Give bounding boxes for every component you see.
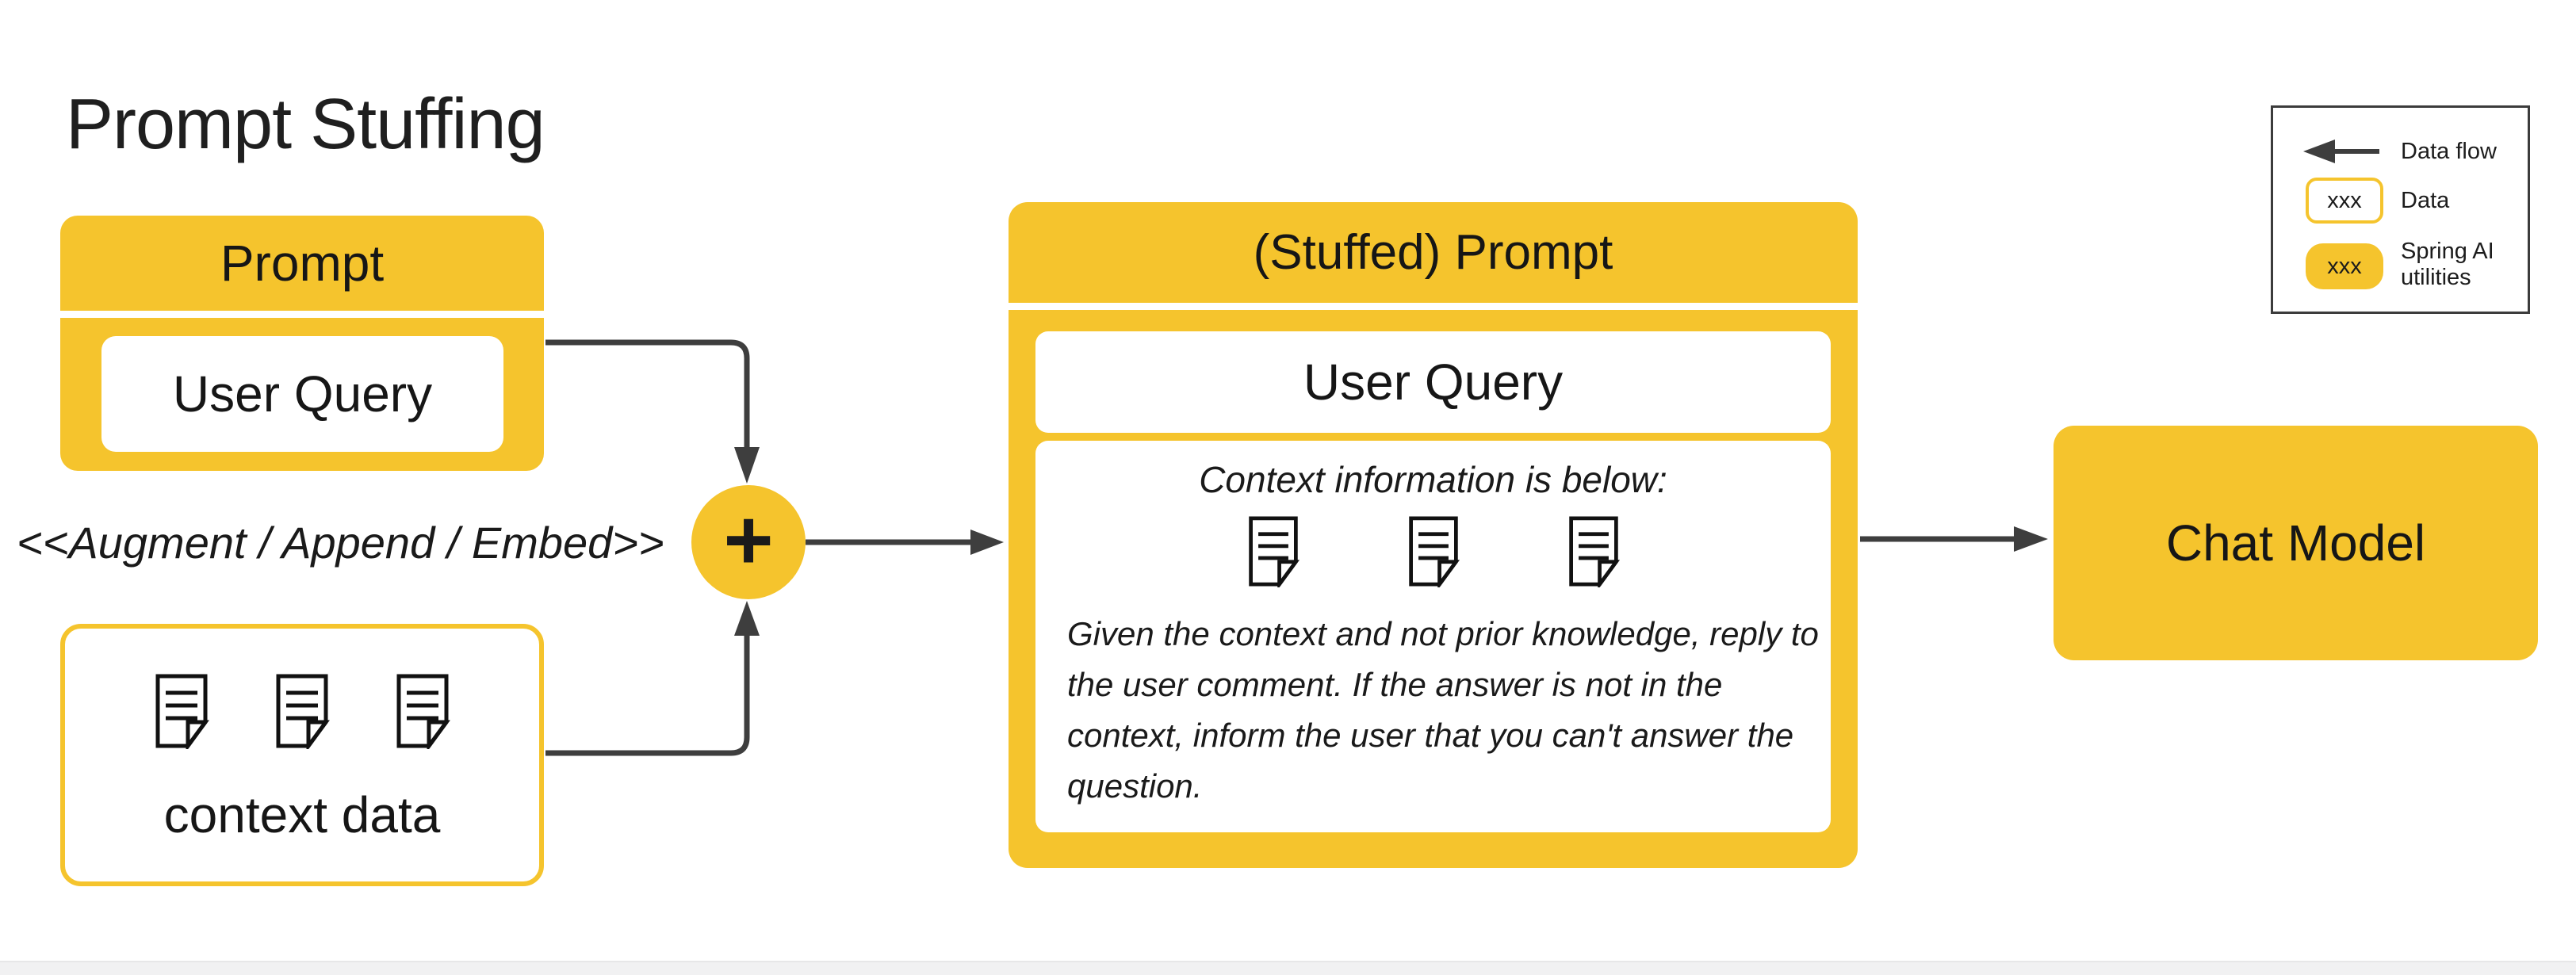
legend-spring-sample: xxx <box>2327 253 2362 279</box>
plus-symbol: + <box>723 491 774 587</box>
prompt-box: Prompt User Query <box>60 216 544 471</box>
document-icon <box>1248 516 1299 587</box>
prompt-user-query-box: User Query <box>101 336 503 452</box>
prompt-box-divider <box>60 311 544 318</box>
context-data-box: context data <box>60 624 544 886</box>
stuffed-prompt-box: (Stuffed) Prompt User Query Context info… <box>1009 202 1858 868</box>
legend-data-label: Data <box>2401 188 2450 213</box>
context-heading: Context information is below: <box>1199 459 1667 500</box>
stuffed-prompt-divider <box>1009 303 1858 310</box>
arrow-context-to-plus <box>545 601 760 756</box>
chat-model-box: Chat Model <box>2054 426 2538 660</box>
arrow-plus-to-stuffed-prompt <box>806 530 1004 555</box>
legend-dataflow-label: Data flow <box>2401 139 2497 164</box>
document-icon <box>396 674 450 749</box>
legend-data-sample: xxx <box>2327 187 2362 213</box>
stuffed-prompt-title: (Stuffed) Prompt <box>1253 225 1613 280</box>
legend-spring-swatch: xxx <box>2306 243 2383 289</box>
augment-append-embed-label: <<Augment / Append / Embed>> <box>17 518 664 568</box>
arrow-prompt-to-plus <box>545 339 760 484</box>
legend: Data flow xxx Data xxx Spring AI utiliti… <box>2271 105 2530 314</box>
context-instruction-text: Given the context and not prior knowledg… <box>1067 615 1819 805</box>
bottom-scrollbar-strip <box>0 961 2576 975</box>
document-icon <box>1568 516 1620 587</box>
stuffed-user-query-label: User Query <box>1303 354 1564 411</box>
context-data-label: context data <box>163 786 441 843</box>
plus-operator: + <box>691 485 806 599</box>
arrow-stuffed-prompt-to-chat-model <box>1860 526 2048 552</box>
chat-model-label: Chat Model <box>2165 514 2426 572</box>
prompt-box-title: Prompt <box>220 235 385 292</box>
stuffed-context-box: Context information is below: Given the … <box>1035 441 1831 832</box>
stuffed-user-query-box: User Query <box>1035 331 1831 433</box>
arrow-left-icon <box>2303 140 2379 163</box>
stuffed-document-icons <box>1035 515 1831 587</box>
document-icon <box>1408 516 1460 587</box>
page-title: Prompt Stuffing <box>66 85 545 164</box>
legend-data-swatch: xxx <box>2306 178 2383 224</box>
document-icon <box>276 674 330 749</box>
prompt-user-query-label: User Query <box>172 365 433 422</box>
context-document-icons <box>65 673 539 749</box>
document-icon <box>155 674 209 749</box>
legend-spring-label: Spring AI utilities <box>2401 239 2494 290</box>
